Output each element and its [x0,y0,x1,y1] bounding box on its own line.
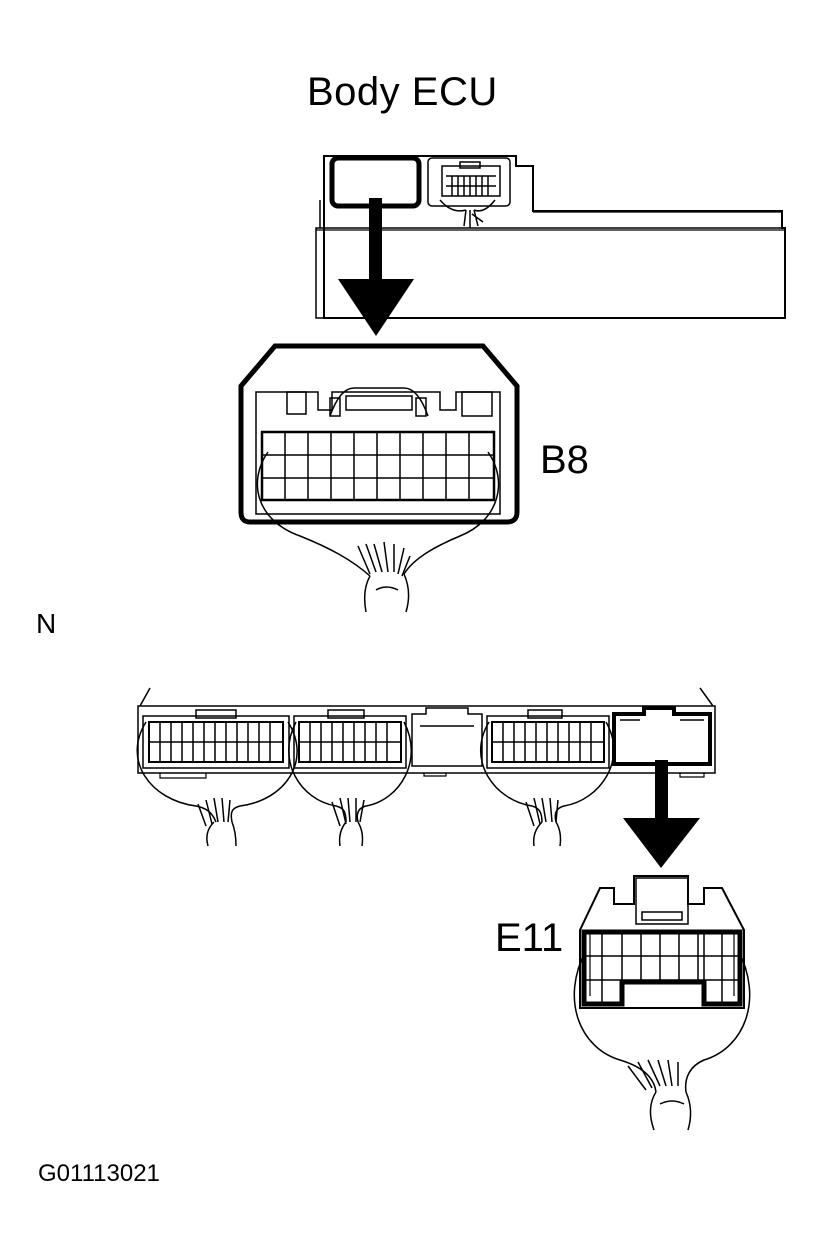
n-socket-4 [479,709,615,847]
diagram-title: Body ECU [307,70,498,114]
n-side-label: N [36,608,57,639]
ecu-small-connector [427,157,511,228]
arrow-to-e11-icon [623,760,700,868]
b8-connector-label: B8 [540,438,589,482]
n-socket-2 [288,709,413,847]
n-socket-5 [612,706,712,766]
n-ecu-connector-block [136,687,716,847]
arrow-to-b8-icon [338,198,414,336]
figure-id: G01113021 [38,1160,160,1187]
n-socket-3 [411,707,483,767]
e11-connector-label: E11 [495,916,564,960]
b8-connector [238,343,520,613]
e11-connector [573,875,751,1131]
